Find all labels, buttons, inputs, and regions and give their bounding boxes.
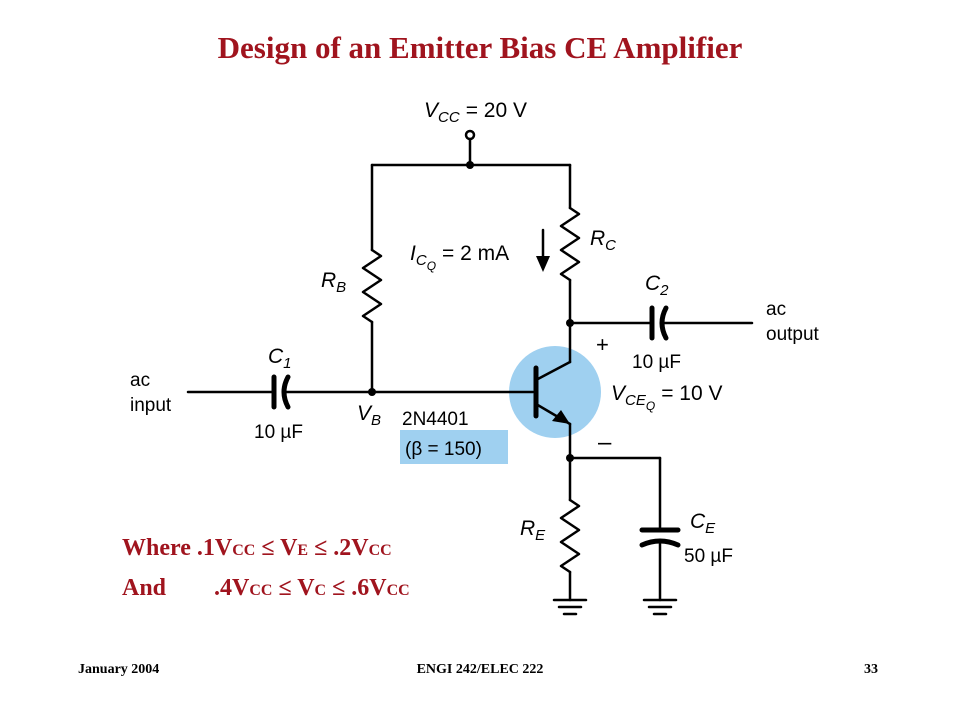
rc-label: RC [590, 227, 616, 254]
ac-output-label-1: ac [766, 299, 786, 320]
rb-label: RB [321, 269, 346, 296]
condition-ve: Where .1VCC ≤ VE ≤ .2VCC [122, 535, 392, 561]
condition-ve-variable: VE [280, 535, 309, 561]
beta-highlight [400, 430, 508, 464]
vce-plus-sign: + [596, 332, 609, 357]
footer-course: ENGI 242/ELEC 222 [416, 662, 544, 677]
junction-emitter [566, 454, 574, 462]
vcc-label: VCC= 20 V [424, 99, 527, 126]
re-label: RE [520, 517, 546, 544]
transistor-part-label: 2N4401 [402, 409, 469, 430]
c1-value: 10 µF [254, 422, 303, 443]
beta-label: (β = 150) [405, 439, 482, 460]
transistor-highlight [509, 346, 601, 438]
condition-vc-lower: .4VCC [214, 575, 273, 601]
rb-resistor [361, 248, 383, 324]
re-resistor [559, 498, 581, 574]
ce-value: 50 µF [684, 546, 733, 567]
ce-label: CE [690, 510, 716, 537]
condition-ve-upper: .2VCC [333, 535, 392, 561]
condition-vc-prefix: And [122, 575, 167, 601]
c1-label: C1 [268, 345, 292, 372]
condition-ve-lower: .1VCC [196, 535, 256, 561]
condition-vc-upper: .6VCC [351, 575, 410, 601]
condition-ve-prefix: Where [122, 535, 191, 561]
condition-vc-variable: VC [297, 575, 327, 601]
condition-vc: And.4VCC ≤ VC ≤ .6VCC [122, 575, 410, 601]
junction-collector [566, 319, 574, 327]
ac-output-label-2: output [766, 324, 820, 345]
junction-base [368, 388, 376, 396]
icq-label: ICQ= 2 mA [410, 242, 509, 273]
ac-input-label-2: input [130, 395, 172, 416]
footer-date: January 2004 [78, 662, 160, 677]
icq-arrow-head [536, 256, 550, 272]
vb-label: VB [357, 402, 381, 429]
ac-input-label-1: ac [130, 370, 150, 391]
transistor-collector-lead [534, 360, 572, 382]
emitter-arrow [552, 410, 570, 424]
c2-value: 10 µF [632, 352, 681, 373]
c2-label: C2 [645, 272, 669, 299]
footer-page-number: 33 [864, 662, 878, 677]
slide-title: Design of an Emitter Bias CE Amplifier [217, 30, 743, 65]
vce-minus-sign: – [598, 429, 612, 456]
rc-resistor [559, 206, 581, 282]
vceq-label: VCEQ= 10 V [611, 382, 723, 413]
junction-vcc [466, 161, 474, 169]
